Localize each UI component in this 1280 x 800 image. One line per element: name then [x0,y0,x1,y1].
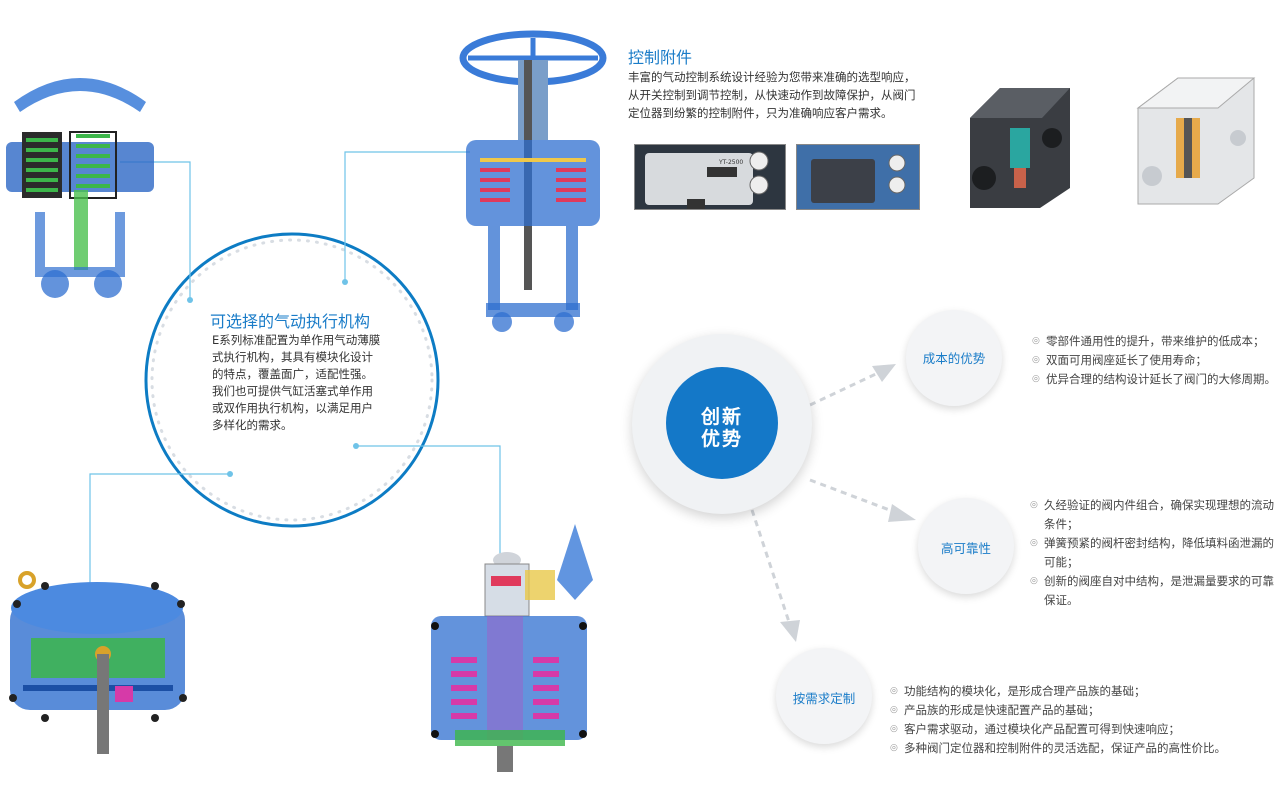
positioner-photo-2 [796,144,920,210]
customization-circle [776,648,872,744]
actuator-paragraph-1: E系列标准配置为单作用气动薄膜式执行机构，其具有模块化设计的特点，覆盖面广，适配… [212,333,381,381]
positioner-model-label: YT-2500 [719,159,744,166]
actuator-handwheel-top-center [458,30,608,335]
reliability-list: 久经验证的阀内件组合，确保实现理想的流动条件； 弹簧预紧的阀杆密封结构，降低填料… [1030,496,1276,610]
customization-list: 功能结构的模块化，是形成合理产品族的基础； 产品族的形成是快速配置产品的基础； … [890,682,1266,758]
list-item: 客户需求驱动，通过模块化产品配置可得到快速响应； [890,720,1266,739]
cost-advantage-circle [906,310,1002,406]
reliability-circle [918,498,1014,594]
innovation-hub-label: 创新 优势 [700,406,743,450]
accessories-title: 控制附件 [628,48,693,67]
list-item: 双面可用阀座延长了使用寿命； [1032,351,1280,370]
list-item: 优异合理的结构设计延长了阀门的大修周期。 [1032,370,1280,389]
actuator-section-title: 可选择的气动执行机构 [210,312,371,331]
actuator-spring-bottom-center [425,520,595,772]
list-item: 产品族的形成是快速配置产品的基础； [890,701,1266,720]
cost-advantage-list: 零部件通用性的提升，带来维护的低成本； 双面可用阀座延长了使用寿命； 优异合理的… [1032,332,1280,389]
actuator-cutaway-top-left [0,62,160,302]
list-item: 弹簧预紧的阀杆密封结构，降低填料函泄漏的可能； [1030,534,1276,572]
list-item: 多种阀门定位器和控制附件的灵活选配，保证产品的高性价比。 [890,739,1266,758]
reliability-label: 高可靠性 [940,541,991,556]
list-item: 久经验证的阀内件组合，确保实现理想的流动条件； [1030,496,1276,534]
valve-body-cutaway-1 [960,68,1082,208]
actuator-section-body: E系列标准配置为单作用气动薄膜式执行机构，其具有模块化设计的特点，覆盖面广，适配… [212,332,382,434]
actuator-paragraph-2: 我们也可提供气缸活塞式单作用或双作用执行机构，以满足用户多样化的需求。 [212,384,373,432]
accessories-body: 丰富的气动控制系统设计经验为您带来准确的选型响应，从开关控制到调节控制，从快速动… [628,70,916,120]
list-item: 零部件通用性的提升，带来维护的低成本； [1032,332,1280,351]
actuator-piston-bottom-left [5,568,190,758]
innovation-hub [666,367,778,479]
valve-body-cutaway-2 [1128,68,1260,208]
customization-label: 按需求定制 [792,691,856,706]
positioner-photo-1: YT-2500 [634,144,786,210]
list-item: 功能结构的模块化，是形成合理产品族的基础； [890,682,1266,701]
cost-advantage-label: 成本的优势 [922,351,986,366]
list-item: 创新的阀座自对中结构，是泄漏量要求的可靠保证。 [1030,572,1276,610]
